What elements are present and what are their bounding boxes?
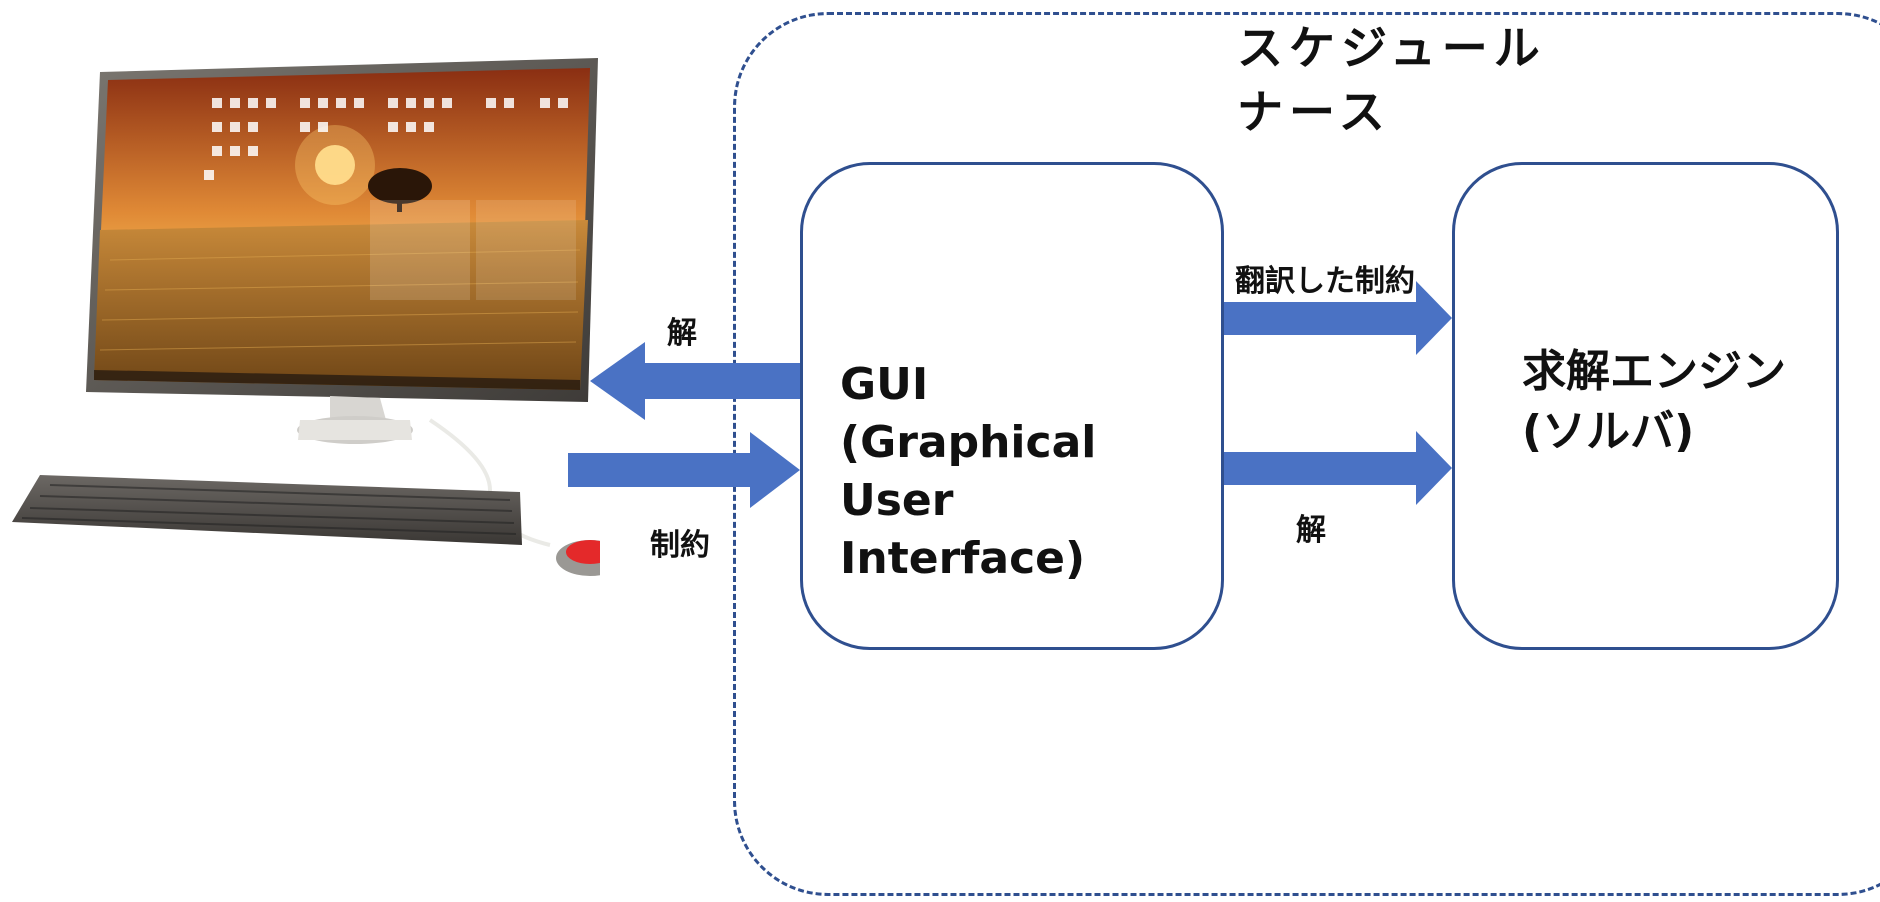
keyboard	[12, 475, 522, 545]
gui-line-2: (Graphical	[840, 417, 1097, 468]
solver-box-label: 求解エンジン (ソルバ)	[1522, 342, 1842, 462]
arrow-gui-to-solver	[1224, 281, 1452, 355]
gui-line-1: GUI	[840, 359, 929, 410]
gui-line-4: Interface)	[840, 533, 1086, 584]
boundary-title-line-2: ナース	[1237, 85, 1391, 139]
solver-line-1: 求解エンジン	[1522, 346, 1786, 397]
gui-line-3: User	[840, 475, 954, 526]
arrow-gui-to-pc	[590, 342, 800, 420]
arrow-pc-to-gui	[568, 432, 800, 508]
boundary-title: スケジュール ナース	[1237, 16, 1657, 144]
solver-box	[1452, 162, 1839, 650]
solver-line-2: (ソルバ)	[1522, 406, 1695, 457]
arrow-solver-to-gui	[1224, 431, 1452, 505]
label-gui-to-pc: 解	[667, 316, 697, 351]
label-gui-to-solver: 翻訳した制約	[1235, 264, 1415, 299]
gui-box	[800, 162, 1224, 650]
boundary-title-line-1: スケジュール	[1237, 21, 1546, 75]
gui-box-label: GUI (Graphical User Interface)	[840, 356, 1200, 588]
label-pc-to-gui: 制約	[650, 528, 710, 563]
mouse	[566, 540, 600, 564]
desktop-computer-icon	[12, 58, 600, 576]
label-solver-to-gui: 解	[1296, 513, 1326, 548]
monitor-stand	[330, 396, 386, 420]
